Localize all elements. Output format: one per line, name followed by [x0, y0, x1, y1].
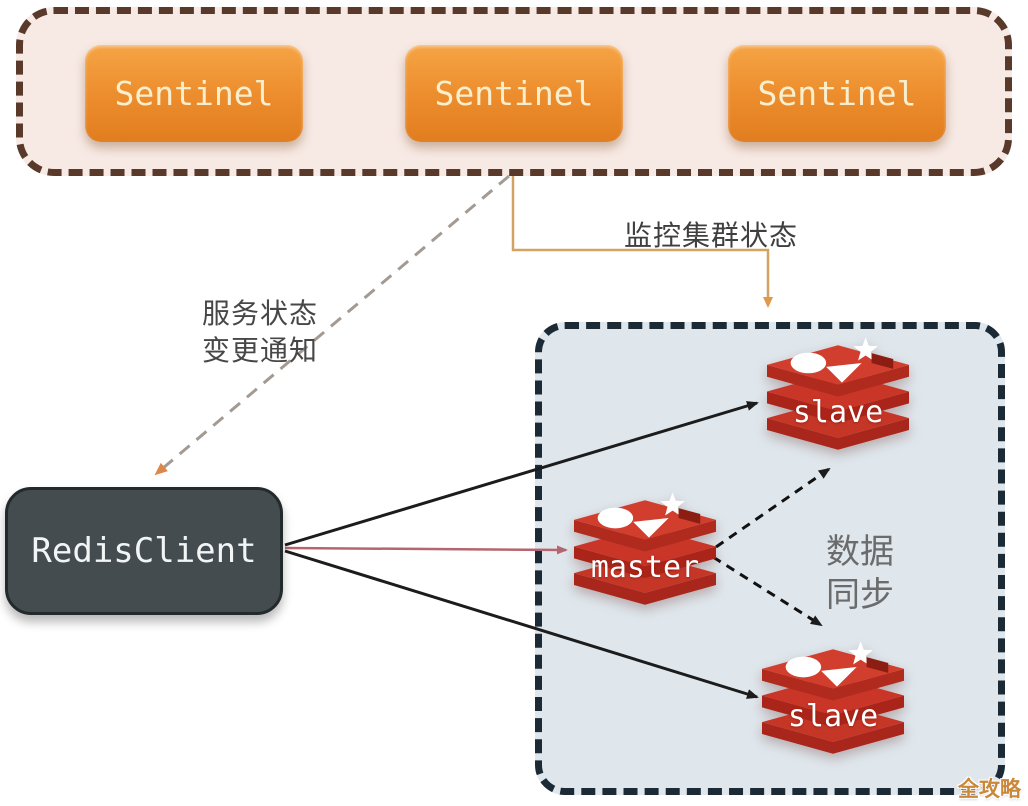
redis-master-node: master — [574, 492, 716, 609]
redis-slave-top-node: slave — [767, 337, 909, 454]
redis-client-node: RedisClient — [5, 487, 283, 615]
sentinel-node-2-label: Sentinel — [434, 74, 594, 113]
sentinel-node-2: Sentinel — [405, 45, 623, 142]
service-status-notify-line1: 服务状态 — [201, 297, 318, 330]
master-label: master — [590, 550, 700, 585]
redis-slave-bottom-node: slave — [762, 641, 904, 758]
data-sync-line2: 同步 — [826, 575, 894, 615]
client-to-master-line — [284, 545, 568, 555]
service-status-notify-line2: 变更通知 — [201, 334, 318, 367]
monitor-cluster-status-label: 监控集群状态 — [623, 219, 798, 252]
sentinel-node-3: Sentinel — [728, 45, 946, 142]
watermark-text: 全攻略 — [958, 777, 1021, 801]
sentinel-node-3-label: Sentinel — [757, 74, 917, 113]
redis-client-label: RedisClient — [31, 531, 257, 571]
sentinel-node-1: Sentinel — [85, 45, 303, 142]
data-sync-line1: 数据 — [826, 532, 894, 572]
sentinel-cluster-group: Sentinel Sentinel Sentinel — [16, 7, 1012, 176]
slave-top-label: slave — [792, 395, 884, 430]
sentinel-node-1-label: Sentinel — [114, 74, 274, 113]
service-status-notify-label: 服务状态 变更通知 — [196, 295, 324, 369]
slave-bottom-label: slave — [787, 699, 879, 734]
data-sync-label: 数据 同步 — [814, 531, 906, 617]
